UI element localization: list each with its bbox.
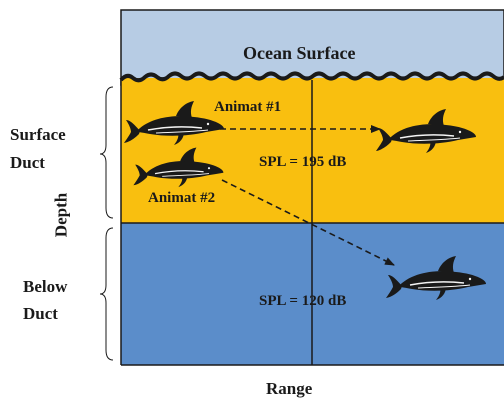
ocean-surface-wave	[119, 71, 504, 83]
range-axis-label: Range	[266, 379, 313, 398]
surface-duct-label: Duct	[10, 153, 45, 172]
below-duct-label: Below	[23, 277, 68, 296]
animat-2-label: Animat #2	[148, 190, 216, 206]
spl-below-label: SPL = 120 dB	[259, 293, 347, 309]
surface-duct-bracket	[99, 86, 114, 219]
depth-axis-label: Depth	[51, 192, 71, 238]
animat-2-path	[221, 179, 395, 266]
below-duct-bracket	[99, 227, 114, 361]
below-duct-label: Duct	[23, 304, 58, 323]
animat-1-label: Animat #1	[214, 99, 282, 115]
surface-duct-label: Surface	[10, 125, 66, 144]
ocean-surface-label: Ocean Surface	[243, 43, 356, 63]
spl-surface-label: SPL = 195 dB	[259, 154, 347, 170]
